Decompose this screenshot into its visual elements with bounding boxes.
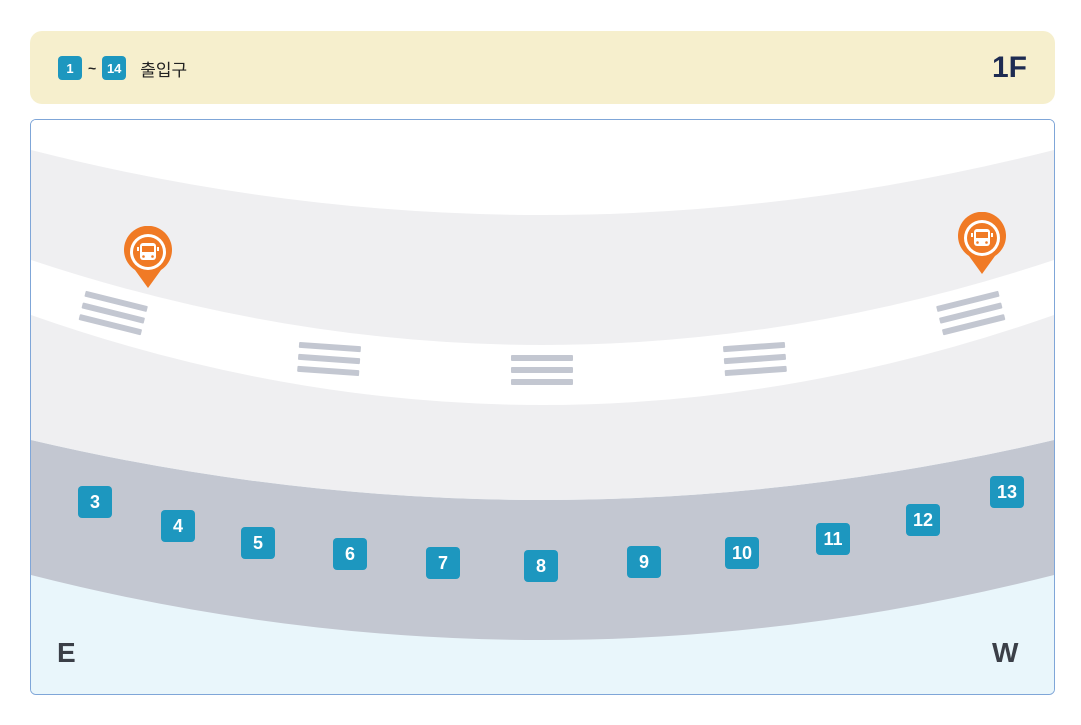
gate-12[interactable]: 12 xyxy=(906,504,940,536)
range-label: 출입구 xyxy=(140,60,188,81)
gate-9[interactable]: 9 xyxy=(627,546,661,578)
bus-stop-icon[interactable] xyxy=(957,212,1007,276)
gate-3[interactable]: 3 xyxy=(78,486,112,518)
gate-4[interactable]: 4 xyxy=(161,510,195,542)
crosswalk xyxy=(78,290,1006,385)
direction-east: E xyxy=(57,637,76,668)
range-tilde: ~ xyxy=(88,60,97,76)
range-end-badge: 14 xyxy=(102,56,127,80)
gate-10[interactable]: 10 xyxy=(725,537,759,569)
gate-7[interactable]: 7 xyxy=(426,547,460,579)
gate-13[interactable]: 13 xyxy=(990,476,1024,508)
gate-6[interactable]: 6 xyxy=(333,538,367,570)
gate-5[interactable]: 5 xyxy=(241,527,275,559)
map-background xyxy=(31,120,1054,694)
direction-west: W xyxy=(992,637,1019,668)
range-start-badge: 1 xyxy=(58,56,82,80)
entrance-range: 1 ~ 14 출입구 xyxy=(58,55,187,81)
bus-stop-icon[interactable] xyxy=(123,226,173,290)
gate-11[interactable]: 11 xyxy=(816,523,850,555)
gate-8[interactable]: 8 xyxy=(524,550,558,582)
terminal-map: 3 4 5 6 7 8 9 10 11 12 13 E W xyxy=(30,119,1055,695)
header-bar: 1 ~ 14 출입구 1F xyxy=(30,31,1055,104)
floor-label: 1F xyxy=(991,51,1027,84)
